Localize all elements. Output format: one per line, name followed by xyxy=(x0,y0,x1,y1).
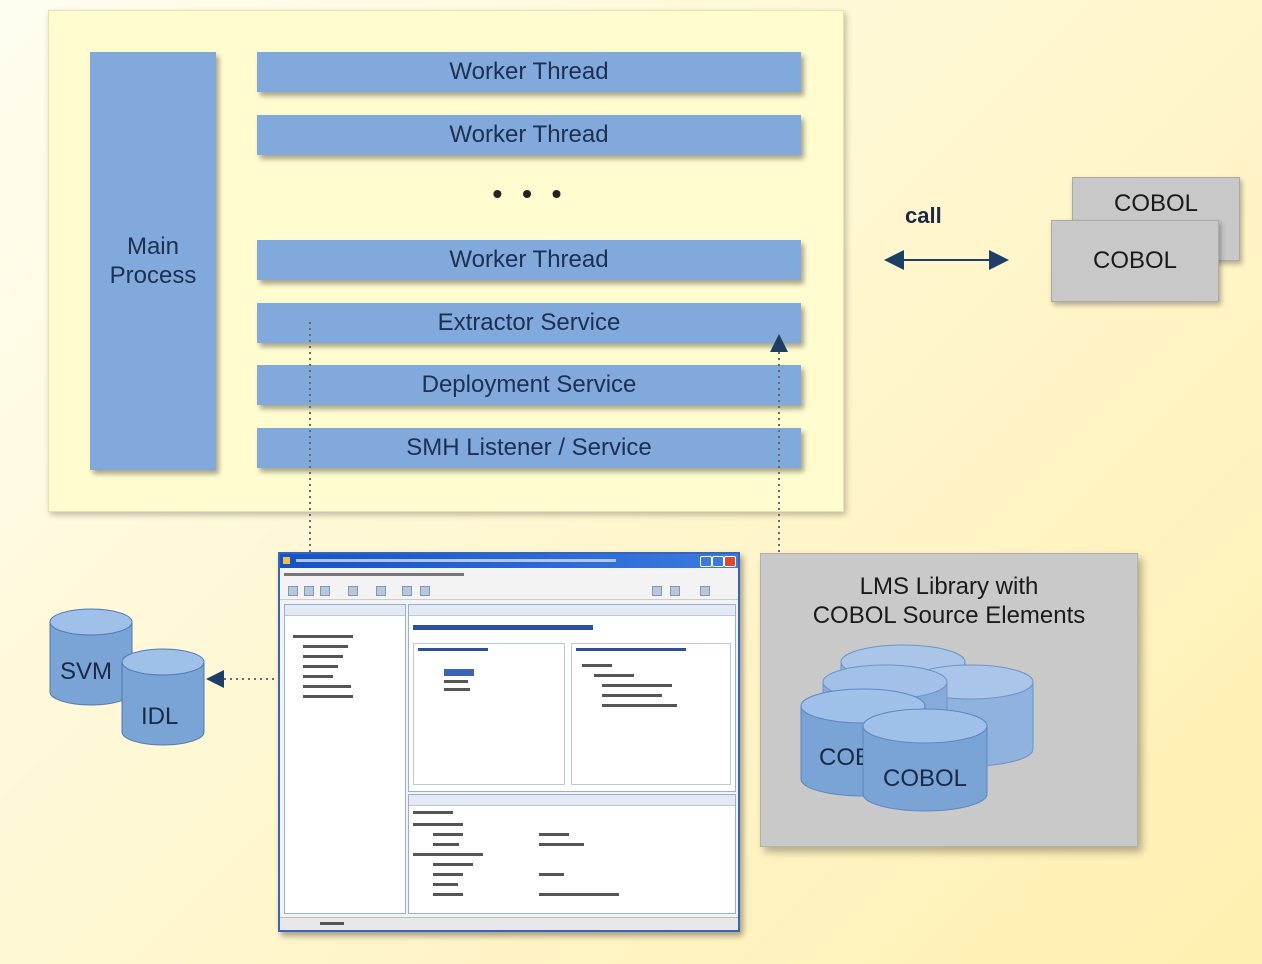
property-value xyxy=(539,893,619,896)
list-item xyxy=(444,688,470,691)
worker-thread-label: Worker Thread xyxy=(449,246,609,273)
smh-listener-service-label: SMH Listener / Service xyxy=(406,434,652,461)
toolbar-icon xyxy=(288,586,298,596)
property-row xyxy=(433,873,463,876)
worker-thread-box-3: Worker Thread xyxy=(257,240,801,280)
property-row xyxy=(433,833,463,836)
worker-thread-label: Worker Thread xyxy=(449,58,609,85)
toolbar-icon xyxy=(376,586,386,596)
tree-row xyxy=(303,655,343,658)
property-value xyxy=(539,873,564,876)
lms-cylinder-front-label: COBOL xyxy=(882,765,968,792)
tree-row xyxy=(594,674,634,677)
property-value xyxy=(539,833,569,836)
ide-statusbar xyxy=(280,917,738,930)
ide-mapping-editor-pane xyxy=(408,604,736,792)
navigator-pane-header xyxy=(285,605,405,616)
properties-pane-header xyxy=(409,795,735,806)
main-process-label-line2: Process xyxy=(109,262,197,289)
svm-database-icon xyxy=(49,608,133,706)
worker-thread-box-1: Worker Thread xyxy=(257,52,801,92)
deployment-service-label: Deployment Service xyxy=(421,371,637,398)
app-icon xyxy=(283,557,290,564)
deployment-service-box: Deployment Service xyxy=(257,365,801,405)
property-value xyxy=(539,843,584,846)
toolbar-icon xyxy=(420,586,430,596)
property-row xyxy=(433,893,463,896)
tree-row xyxy=(303,695,353,698)
toolbar-icon xyxy=(304,586,314,596)
property-row xyxy=(413,853,483,856)
minimize-icon xyxy=(700,556,712,567)
call-label: call xyxy=(905,203,942,228)
worker-thread-box-2: Worker Thread xyxy=(257,115,801,155)
property-row xyxy=(433,883,458,886)
tree-row xyxy=(303,685,351,688)
database-cylinders xyxy=(49,608,205,746)
tree-row xyxy=(303,675,333,678)
lms-library-title: LMS Library with COBOL Source Elements xyxy=(761,572,1137,630)
extractor-service-box: Extractor Service xyxy=(257,303,801,343)
ide-title-text xyxy=(296,559,616,562)
main-process-box: Main Process xyxy=(90,52,216,470)
property-row xyxy=(433,843,459,846)
ide-titlebar xyxy=(280,554,738,568)
cobol-card-back-label: COBOL xyxy=(1113,190,1199,217)
pane-caption xyxy=(576,648,686,651)
property-row xyxy=(433,863,473,866)
idl-database-label: IDL xyxy=(141,703,179,730)
mapping-editor-title xyxy=(413,625,593,630)
cobol-parameters-pane xyxy=(413,643,565,785)
lms-cylinder-front xyxy=(862,708,988,812)
toolbar-icon xyxy=(652,586,662,596)
ide-menu-items xyxy=(284,573,464,576)
tree-row xyxy=(293,635,353,638)
lms-cylinder-stack xyxy=(800,644,1034,812)
mapping-editor-tab xyxy=(409,605,735,616)
pane-caption xyxy=(418,648,488,651)
maximize-icon xyxy=(712,556,724,567)
ide-toolbar xyxy=(280,581,738,600)
tree-row xyxy=(602,704,677,707)
tree-row xyxy=(602,694,662,697)
toolbar-icon xyxy=(348,586,358,596)
extractor-service-label: Extractor Service xyxy=(437,309,621,336)
ide-navigator-pane xyxy=(284,604,406,914)
ide-screenshot xyxy=(278,552,740,932)
close-icon xyxy=(724,556,736,567)
lms-to-extractor-dotted-arrow xyxy=(770,334,788,553)
idl-database-icon xyxy=(121,648,205,746)
svm-database-label: SVM xyxy=(60,658,113,685)
tree-row xyxy=(303,645,348,648)
selected-item xyxy=(444,669,474,676)
main-process-label-line1: Main xyxy=(126,233,179,260)
call-double-arrow xyxy=(884,250,1009,270)
toolbar-icon xyxy=(670,586,680,596)
worker-thread-label: Worker Thread xyxy=(449,121,609,148)
ide-to-idl-dotted-arrow xyxy=(206,670,278,688)
tree-row xyxy=(303,665,338,668)
list-item xyxy=(444,680,468,683)
ide-menubar xyxy=(280,569,738,580)
lms-title-line1: LMS Library with xyxy=(859,573,1039,600)
lms-cylinder-left-label: COB xyxy=(819,744,863,771)
toolbar-icon xyxy=(320,586,330,596)
tree-row xyxy=(602,684,672,687)
smh-listener-service-box: SMH Listener / Service xyxy=(257,428,801,468)
ide-properties-pane xyxy=(408,794,736,914)
ellipsis: • • • xyxy=(492,178,568,209)
lms-title-line2: COBOL Source Elements xyxy=(812,602,1086,629)
software-ag-idl-pane xyxy=(571,643,731,785)
tree-row xyxy=(582,664,612,667)
lms-library-box: LMS Library with COBOL Source Elements C… xyxy=(760,553,1138,847)
cobol-card-front-label: COBOL xyxy=(1092,247,1178,274)
property-row xyxy=(413,811,453,814)
toolbar-icon xyxy=(700,586,710,596)
cobol-card-front: COBOL xyxy=(1051,220,1219,302)
status-text xyxy=(320,922,344,925)
toolbar-icon xyxy=(402,586,412,596)
property-row xyxy=(413,823,463,826)
